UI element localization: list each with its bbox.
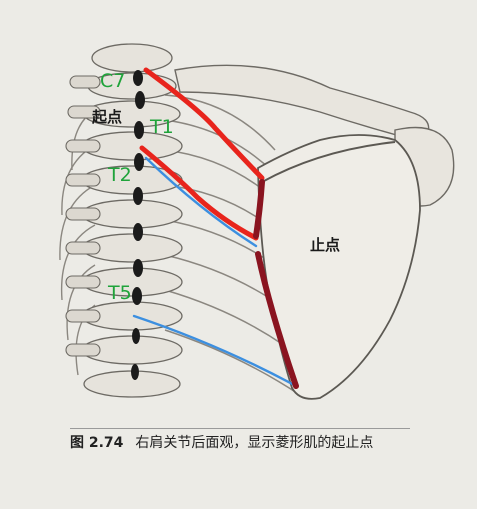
caption-divider: [70, 428, 410, 429]
rhomboid-minor-lower-line: [139, 145, 259, 241]
figure-caption: 图 2.74 右肩关节后面观，显示菱形肌的起止点: [70, 432, 373, 452]
anatomy-illustration: [59, 43, 455, 400]
label-t1: T1: [150, 116, 174, 138]
rhomboid-minor-lines: [139, 67, 265, 241]
label-insertion: 止点: [310, 236, 341, 254]
rhomboid-minor-upper-line: [143, 67, 265, 181]
rhomboid-major-lower-line: [132, 314, 298, 388]
label-origin: 起点: [92, 108, 123, 126]
label-t2: T2: [108, 164, 132, 186]
figure-number: 图 2.74: [70, 435, 124, 451]
vertebral-column: [81, 43, 183, 398]
rhomboid-major-upper-line: [144, 156, 258, 248]
rhomboid-major-lines: [132, 156, 298, 388]
label-t5: T5: [108, 282, 132, 304]
insertion-lines: [253, 179, 299, 389]
label-c7: C7: [100, 70, 126, 92]
insertion-lower-segment: [255, 251, 299, 389]
scapular-spine: [261, 141, 396, 183]
spinous-processes: [131, 70, 145, 380]
caption-text: 右肩关节后面观，显示菱形肌的起止点: [135, 435, 374, 451]
insertion-upper-segment: [253, 179, 265, 239]
transverse-processes: [65, 75, 101, 357]
